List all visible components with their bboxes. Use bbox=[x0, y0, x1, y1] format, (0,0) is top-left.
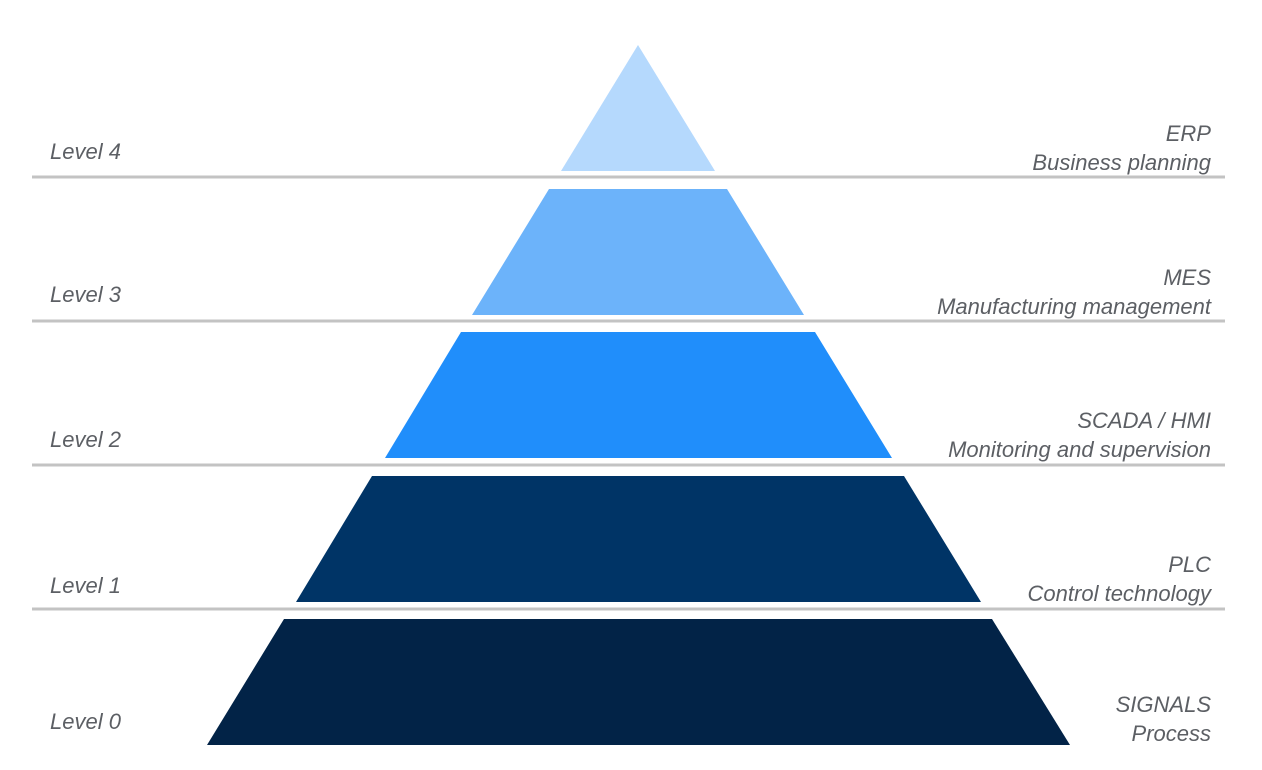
tier-level-1-text: PLC Control technology bbox=[1028, 550, 1211, 608]
tier-level-0-shape bbox=[207, 619, 1070, 745]
tier-description: Control technology bbox=[1027, 581, 1211, 606]
tier-description: Process bbox=[1131, 721, 1211, 746]
tier-system-name: ERP bbox=[1165, 121, 1211, 146]
tier-system-name: SCADA / HMI bbox=[1077, 408, 1211, 433]
tier-level-0-text: SIGNALS Process bbox=[1116, 690, 1211, 748]
tier-level-1-shape bbox=[296, 476, 981, 602]
level-0-label: Level 0 bbox=[50, 709, 121, 734]
tier-system-name: PLC bbox=[1168, 552, 1211, 577]
level-3-label: Level 3 bbox=[50, 282, 121, 307]
level-2-label: Level 2 bbox=[50, 427, 121, 452]
tier-level-4-text: ERP Business planning bbox=[1032, 119, 1211, 177]
tier-level-3-shape bbox=[472, 189, 804, 315]
tier-level-4-shape bbox=[561, 45, 715, 171]
tier-system-name: SIGNALS bbox=[1115, 692, 1211, 717]
level-4-label: Level 4 bbox=[50, 139, 121, 164]
level-1-label: Level 1 bbox=[50, 573, 121, 598]
tier-system-name: MES bbox=[1163, 265, 1211, 290]
tier-description: Monitoring and supervision bbox=[948, 437, 1211, 462]
tier-level-3-text: MES Manufacturing management bbox=[937, 263, 1211, 321]
tier-level-2-text: SCADA / HMI Monitoring and supervision bbox=[948, 406, 1211, 464]
tier-description: Manufacturing management bbox=[937, 294, 1211, 319]
tier-description: Business planning bbox=[1032, 150, 1211, 175]
tier-level-2-shape bbox=[385, 332, 892, 458]
